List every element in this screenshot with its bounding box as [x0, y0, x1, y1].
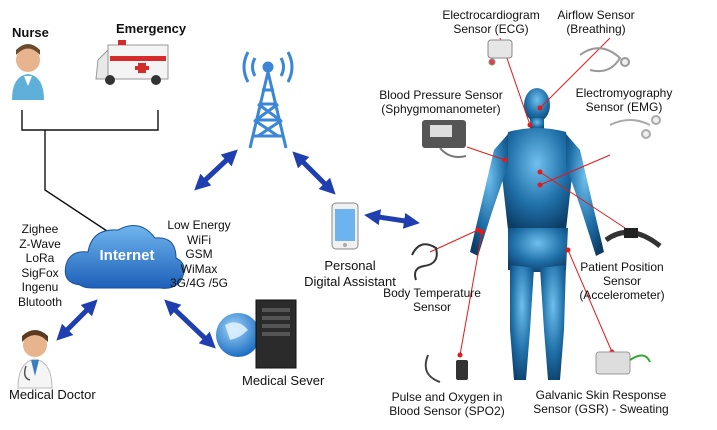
cell-tower-icon [242, 51, 294, 149]
pda-body-arrow [364, 209, 420, 229]
cloud-server-arrow [164, 299, 216, 349]
medical-doctor-label: Medical Doctor [9, 387, 96, 402]
ambulance-icon [95, 40, 169, 85]
nurse-emergency-connector [21, 110, 159, 234]
internet-label: Internet [99, 247, 155, 264]
radio-tech-item: Low Energy [167, 218, 231, 232]
bp-sensor-label: Blood Pressure Sensor (Sphygmomanometer) [379, 88, 503, 116]
temperature-sensor-label: Body Temperature Sensor [383, 286, 481, 314]
emg-sensor-icon [609, 115, 661, 139]
airflow-sensor-icon [579, 47, 630, 73]
protocol-item: Zighee [21, 222, 59, 236]
radio-tech-item: WiFi [187, 232, 211, 247]
sensor-leads [429, 37, 626, 356]
emg-sensor-label: Electromyography Sensor (EMG) [575, 86, 673, 114]
protocol-item: LoRa [25, 251, 55, 265]
nurse-avatar [12, 44, 44, 100]
gsr-sensor-icon [595, 351, 651, 375]
ecg-sensor-label: Electrocardiogram Sensor (ECG) [442, 8, 540, 36]
doctor-avatar [17, 330, 53, 389]
pda-label: Personal Digital Assistant [304, 258, 396, 289]
tower-pda-arrow [292, 151, 336, 195]
nurse-label: Nurse [12, 25, 49, 40]
internet-cloud-icon [64, 225, 185, 289]
radio-tech-item: 3G/4G /5G [169, 276, 229, 290]
airflow-sensor-label: Airflow Sensor (Breathing) [557, 8, 635, 36]
position-sensor-label: Patient Position Sensor (Accelerometer) [579, 260, 665, 302]
temperature-sensor-icon [411, 243, 438, 281]
bp-sensor-icon [422, 120, 467, 158]
position-sensor-icon [604, 228, 662, 248]
gsr-sensor-label: Galvanic Skin Response Sensor (GSR) - Sw… [533, 388, 669, 416]
protocol-item: Z-Wave [19, 236, 61, 251]
emergency-label: Emergency [116, 21, 187, 36]
medical-server-label: Medical Sever [242, 373, 325, 388]
protocol-item: Ingenu [21, 280, 59, 294]
ecg-sensor-icon [487, 39, 513, 66]
human-body-figure [470, 88, 604, 380]
cloud-tower-arrow [194, 149, 238, 191]
cloud-doctor-arrow [56, 299, 98, 341]
spo2-sensor-label: Pulse and Oxygen in Blood Sensor (SPO2) [389, 390, 505, 418]
medical-server-icon [216, 299, 297, 369]
protocol-item: SigFox [21, 265, 59, 280]
pda-phone-icon [331, 202, 359, 250]
spo2-sensor-icon [424, 354, 468, 383]
protocol-item: Blutooth [17, 294, 63, 309]
radio-tech-item: GSM [185, 247, 213, 261]
link-arrows [56, 149, 420, 349]
radio-tech-item: WiMax [180, 261, 218, 276]
